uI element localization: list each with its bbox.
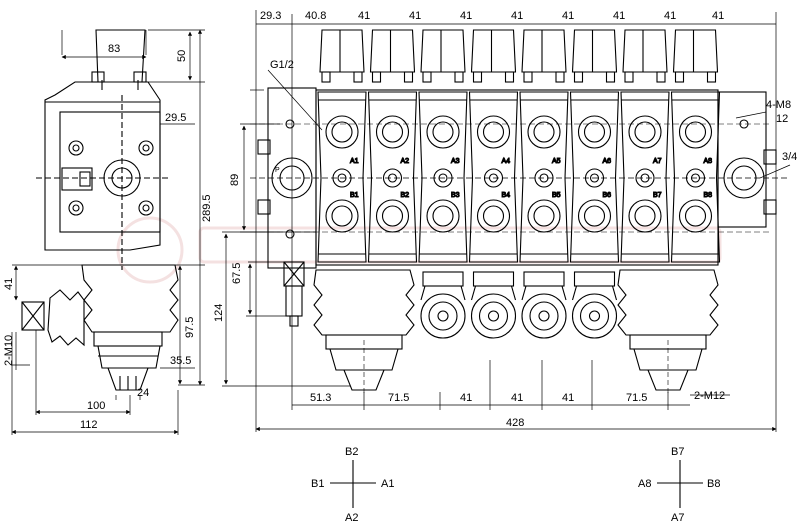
front-dimension-lines xyxy=(222,10,791,432)
end-boots xyxy=(313,269,719,395)
dir-right-left: A8 xyxy=(638,478,651,490)
dim-side-top-width: 83 xyxy=(108,43,120,55)
dimension-labels: 29.3 40.8 41 41 41 41 41 41 41 41 51.3 7… xyxy=(3,10,797,524)
port-label-b: B4 xyxy=(502,192,511,199)
inlet-p-label: P xyxy=(275,167,280,174)
inlet-thread-label: G1/2 xyxy=(270,59,294,71)
dim-top-8: 41 xyxy=(613,10,625,22)
dir-left-left: B1 xyxy=(311,478,324,490)
port-label-b: B8 xyxy=(704,192,713,199)
dim-top-1: 29.3 xyxy=(260,10,281,22)
port-label-a: A7 xyxy=(653,158,662,165)
dim-side-thread: 2-M10 xyxy=(3,335,15,366)
dim-bottom-2: 71.5 xyxy=(388,392,409,404)
dir-right-right: B8 xyxy=(707,478,720,490)
dim-height-67: 67.5 xyxy=(231,263,243,284)
spool-ends xyxy=(420,271,618,339)
port-label-b: B5 xyxy=(552,192,561,199)
port-label-b: B2 xyxy=(401,192,410,199)
mount-holes-label: 4-M8 xyxy=(766,99,791,111)
port-label-a: A1 xyxy=(350,158,359,165)
dir-right-top: B7 xyxy=(671,446,684,458)
dim-side-boot-height: 97.5 xyxy=(184,317,196,338)
spool-end xyxy=(521,271,567,339)
port-label-a: A6 xyxy=(603,158,612,165)
port-label-b: B7 xyxy=(653,192,662,199)
mount-offset-label: 12 xyxy=(776,113,788,125)
dim-bottom-5: 41 xyxy=(562,392,574,404)
port-label-b: B6 xyxy=(603,192,612,199)
dim-bottom-4: 41 xyxy=(511,392,523,404)
dim-bottom-6: 71.5 xyxy=(626,392,647,404)
port-label-a: A3 xyxy=(451,158,460,165)
dim-bottom-3: 41 xyxy=(460,392,472,404)
dim-top-6: 41 xyxy=(511,10,523,22)
port-label-a: A4 xyxy=(502,158,511,165)
port-label-a: A8 xyxy=(704,158,713,165)
spool-end xyxy=(571,271,618,339)
dim-top-10: 41 xyxy=(712,10,724,22)
dir-left-top: B2 xyxy=(345,446,358,458)
dim-side-offset: 29.5 xyxy=(165,112,186,124)
dim-top-5: 41 xyxy=(460,10,472,22)
dim-top-4: 41 xyxy=(409,10,421,22)
dim-top-2: 40.8 xyxy=(305,10,326,22)
dir-left-bottom: A2 xyxy=(345,512,358,524)
dim-side-cap-height: 50 xyxy=(176,50,188,62)
side-thread-label: 2-M12 xyxy=(694,390,725,402)
dir-right-bottom: A7 xyxy=(671,512,684,524)
direction-diagrams xyxy=(330,460,703,508)
port-label-b: B3 xyxy=(451,192,460,199)
port-label-b: B1 xyxy=(350,192,359,199)
dim-side-stem: 35.5 xyxy=(170,355,191,367)
dim-port-spacing: 89 xyxy=(229,174,241,186)
dim-side-stem-width: 24 xyxy=(137,387,149,399)
dim-bottom-1: 51.3 xyxy=(310,392,331,404)
dim-top-9: 41 xyxy=(664,10,676,22)
dim-side-width: 112 xyxy=(80,419,98,431)
dim-overall: 428 xyxy=(506,417,524,429)
dir-left-right: A1 xyxy=(381,478,394,490)
dim-height-124: 124 xyxy=(213,304,225,322)
dim-top-3: 41 xyxy=(358,10,370,22)
port-label-a: A2 xyxy=(401,158,410,165)
dim-side-lever-pos: 41 xyxy=(3,278,15,290)
dim-side-height: 289.5 xyxy=(201,194,213,222)
port-label-a: A5 xyxy=(552,158,561,165)
side-view xyxy=(11,29,205,435)
outlet-thread-label: 3/4 xyxy=(782,151,797,163)
dim-top-7: 41 xyxy=(562,10,574,22)
dim-side-reach: 100 xyxy=(87,400,105,412)
spool-end xyxy=(470,271,517,339)
spool-end xyxy=(420,271,466,339)
